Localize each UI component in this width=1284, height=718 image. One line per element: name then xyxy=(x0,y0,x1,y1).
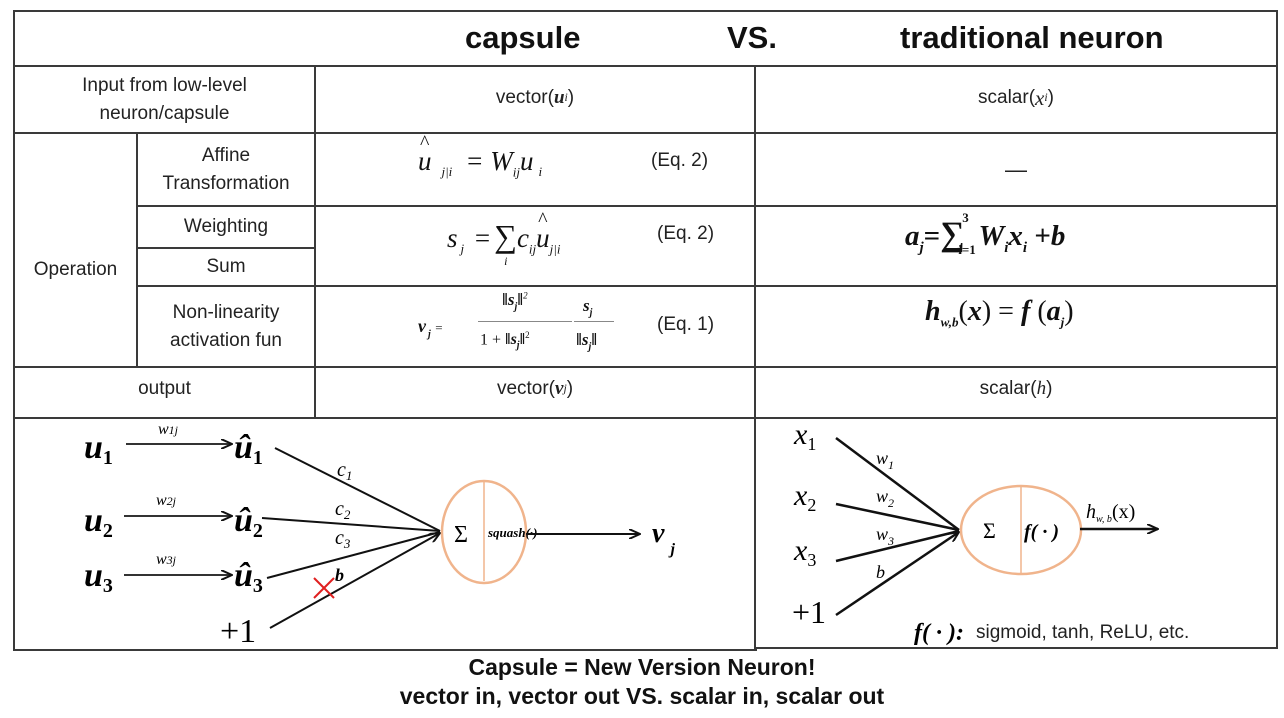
col-divider xyxy=(136,132,138,368)
weighting-eq-ref: (Eq. 2) xyxy=(657,223,715,244)
col-divider xyxy=(754,65,756,650)
row-divider xyxy=(14,132,1278,134)
affine-label: Affine Transformation xyxy=(162,144,290,194)
neuron-bias-connection xyxy=(835,532,959,617)
output-traditional-value: scalar(h) xyxy=(756,368,1276,410)
activation-note-label: f( · ): xyxy=(914,620,964,646)
activation-function-label: f( · ) xyxy=(1024,521,1059,543)
capsule-sum-symbol: Σ xyxy=(454,522,468,548)
nonlinearity-label: Non-linearity activation fun xyxy=(170,301,282,351)
x2-label: x2 xyxy=(793,479,816,515)
w1-label: w1 xyxy=(876,448,894,472)
nonlinearity-eq-ref: (Eq. 1) xyxy=(657,314,715,335)
bias-cross-mark xyxy=(313,577,335,599)
footer-headline: Capsule = New Version Neuron! xyxy=(468,654,816,680)
neuron-sum-symbol: Σ xyxy=(983,518,996,543)
header-capsule: capsule xyxy=(465,20,581,55)
c3-connection xyxy=(266,531,441,579)
c1-connection xyxy=(274,447,441,532)
weighting-label: Weighting xyxy=(183,216,269,237)
capsule-input-2: u2 w2j û2 xyxy=(84,492,263,542)
table-border-left xyxy=(13,10,15,651)
row-divider xyxy=(14,417,1278,419)
neuron-bias-label: b xyxy=(876,562,885,582)
activation-note-text: sigmoid, tanh, ReLU, etc. xyxy=(976,622,1189,643)
u2-label: u2 xyxy=(84,502,113,542)
operation-group-label: Operation xyxy=(33,259,118,280)
var-u: u xyxy=(553,87,565,108)
capsule-bias-input: +1 xyxy=(220,613,256,650)
row-divider xyxy=(137,247,315,249)
output-row-label: output xyxy=(138,378,191,399)
table-border-bottom-right xyxy=(755,647,1278,649)
u3-hat-label: û3 xyxy=(234,557,263,597)
capsule-bias-label: b xyxy=(335,565,344,585)
x3-label: x3 xyxy=(793,534,816,570)
neuron-diagram: x1 x2 x3 +1 w1 w2 w3 b Σ f( · ) hw, b(x)… xyxy=(792,418,1189,646)
w1j-label: w1j xyxy=(158,421,179,438)
table-border-top xyxy=(14,10,1278,12)
input-label-line1: Input from low-level xyxy=(82,74,247,96)
capsule-input-3: u3 w3j û3 xyxy=(84,551,263,597)
nonlinearity-traditional-formula: hw,b(x) = f (aj) xyxy=(925,296,1074,330)
w2-connection xyxy=(835,502,960,532)
w3-label: w3 xyxy=(876,524,894,548)
u3-label: u3 xyxy=(84,557,113,597)
row-divider xyxy=(137,285,1278,287)
footer-subline: vector in, vector out VS. scalar in, sca… xyxy=(399,683,885,709)
var-x: x xyxy=(1035,86,1045,110)
c1-label: c1 xyxy=(337,459,352,483)
u1-hat-label: û1 xyxy=(234,429,263,469)
affine-traditional-value: — xyxy=(1005,156,1027,182)
u2-hat-label: û2 xyxy=(234,502,263,542)
affine-eq-ref: (Eq. 2) xyxy=(651,150,709,171)
w1-connection xyxy=(835,436,960,532)
neuron-output-label: hw, b(x) xyxy=(1086,501,1135,525)
row-divider xyxy=(14,65,1278,67)
w3j-label: w3j xyxy=(156,551,177,568)
capsule-node xyxy=(440,479,528,585)
w2j-label: w2j xyxy=(156,492,177,509)
capsule-diagram: u1 w1j û1 u2 w2j û2 u3 w3j û3 +1 c1 c2 c… xyxy=(84,421,675,650)
col-divider xyxy=(314,65,316,419)
var-h: h xyxy=(1036,378,1047,399)
bias-connection xyxy=(269,533,440,629)
squash-function-label: squash(·) xyxy=(487,525,538,540)
row-divider xyxy=(137,205,1278,207)
header-vs: VS. xyxy=(727,20,777,55)
var-v: v xyxy=(555,378,564,399)
c3-label: c3 xyxy=(335,527,351,551)
c2-label: c2 xyxy=(335,498,351,522)
capsule-input-1: u1 w1j û1 xyxy=(84,421,263,469)
u1-label: u1 xyxy=(84,429,113,469)
input-label-line2: neuron/capsule xyxy=(99,102,230,124)
c2-connection xyxy=(261,517,441,532)
table-border-bottom-left xyxy=(14,649,757,651)
table-border-right xyxy=(1276,10,1278,649)
header-traditional-neuron: traditional neuron xyxy=(900,20,1164,55)
capsule-output-label: vj xyxy=(652,518,675,558)
w3-connection xyxy=(835,529,960,563)
neuron-bias-input: +1 xyxy=(792,594,826,630)
x1-label: x1 xyxy=(793,418,816,454)
sum-label: Sum xyxy=(206,256,246,277)
row-divider xyxy=(14,366,1278,368)
input-row-label: Input from low-level neuron/capsule xyxy=(15,67,314,132)
w2-label: w2 xyxy=(876,486,894,510)
